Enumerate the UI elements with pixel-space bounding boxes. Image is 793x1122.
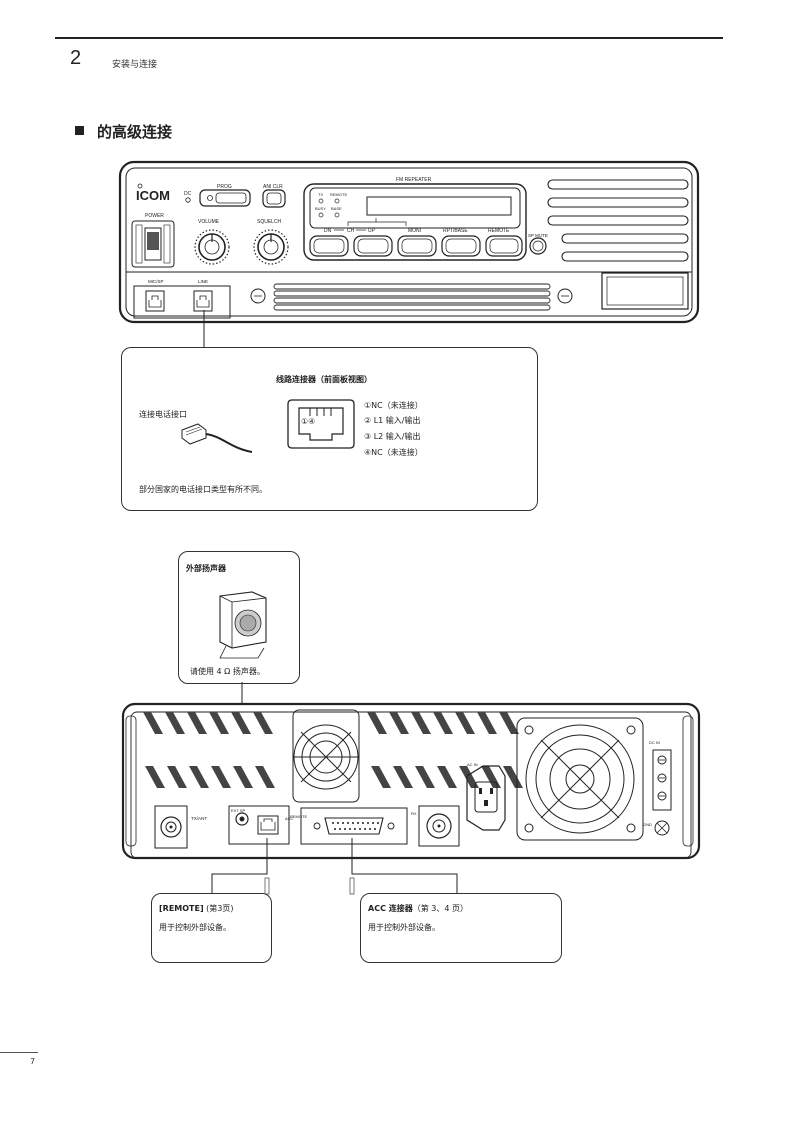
section-bullet-icon [75,126,84,135]
label-squelch: SQUELCH [257,219,282,225]
line-callout-title: 线路连接器（前面板视图） [276,375,372,384]
label-power: POWER [145,213,164,219]
label-rx: RX [411,811,417,816]
label-acc: ACC [285,816,294,821]
line-leader [203,310,205,348]
remote-callout-title: [REMOTE] (第3页) [159,903,234,914]
label-line: LINE [198,279,208,284]
chapter-title: 安装与连接 [112,60,158,70]
label-dc: DC [184,191,192,197]
brand-logo: ICOM [136,188,170,203]
line-jack-front-view [287,399,355,449]
front-buttons [309,235,523,257]
pin-3-label: ③ L2 输入/输出 [364,432,421,441]
label-ani-clr: ANI CLR [263,184,283,190]
section-title: 的高级连接 [97,123,173,141]
pin-1-label: ①NC（未连接） [364,401,423,410]
label-ch: CH [347,228,355,234]
label-mic-sp: MIC/SP [148,279,164,284]
jack-pin-numbers: ①④ [301,417,316,426]
label-remote-port: REMOTE [290,814,307,819]
label-ext-sp: EXT SP [231,808,245,813]
label-busy: BUSY [315,206,326,211]
label-dn: DN [324,228,332,234]
rear-panel-drawing: TX/ANT EXT SP REMOTE ACC RX AC IN DC IN … [121,702,701,860]
remote-callout-desc: 用于控制外部设备。 [159,923,231,932]
label-base: BASE [331,206,342,211]
label-volume: VOLUME [198,219,220,225]
label-up: UP [368,228,376,234]
acc-callout-title-bold: ACC 连接器 [368,904,413,913]
acc-callout-title: ACC 连接器（第 3、4 页） [368,903,468,914]
power-led-icon [137,183,143,189]
acc-callout [360,893,562,963]
acc-callout-title-page: （第 3、4 页） [412,904,468,913]
chapter-number: 2 [70,47,82,69]
label-dc-in: DC IN [649,740,660,745]
phone-plug-icon [181,423,253,453]
label-fm-repeater: FM REPEATER [396,177,432,183]
remote-callout-title-page: (第3页) [203,904,234,913]
label-gnd: GND [643,822,652,827]
acc-callout-desc: 用于控制外部设备。 [368,923,440,932]
remote-callout [151,893,272,963]
label-remote-led: REMOTE [330,192,347,197]
pin-4-label: ④NC（未连接） [364,448,423,457]
header-rule [55,37,723,39]
line-callout-note: 部分国家的电话接口类型有所不同。 [139,485,267,494]
speaker-callout-title: 外部扬声器 [186,564,226,573]
label-tx-antenna: TX/ANT [191,816,207,821]
label-prog: PROG [217,184,232,190]
label-moni: MONI [408,228,421,234]
speaker-callout-note: 请使用 4 Ω 扬声器。 [190,667,265,676]
phone-interface-label: 连接电话接口 [139,410,187,419]
label-ac-in: AC IN [467,762,478,767]
label-remote-button: REMOTE [488,228,510,234]
footer-rule [0,1052,38,1053]
page-number: 7 [30,1057,36,1066]
pin-2-label: ② L1 输入/输出 [364,416,421,425]
label-rpt-base: RPT/BASE [443,228,468,234]
speaker-icon [219,591,267,659]
label-tx: TX [318,192,323,197]
external-speaker-callout [178,551,300,684]
remote-callout-title-bold: [REMOTE] [159,904,204,913]
rear-leaders [211,838,458,895]
label-sp-mute: SP MUTE [528,233,548,238]
front-panel-drawing: ICOM DC POWER PROG ANI CLR VOLUME SQUELC… [118,160,700,324]
